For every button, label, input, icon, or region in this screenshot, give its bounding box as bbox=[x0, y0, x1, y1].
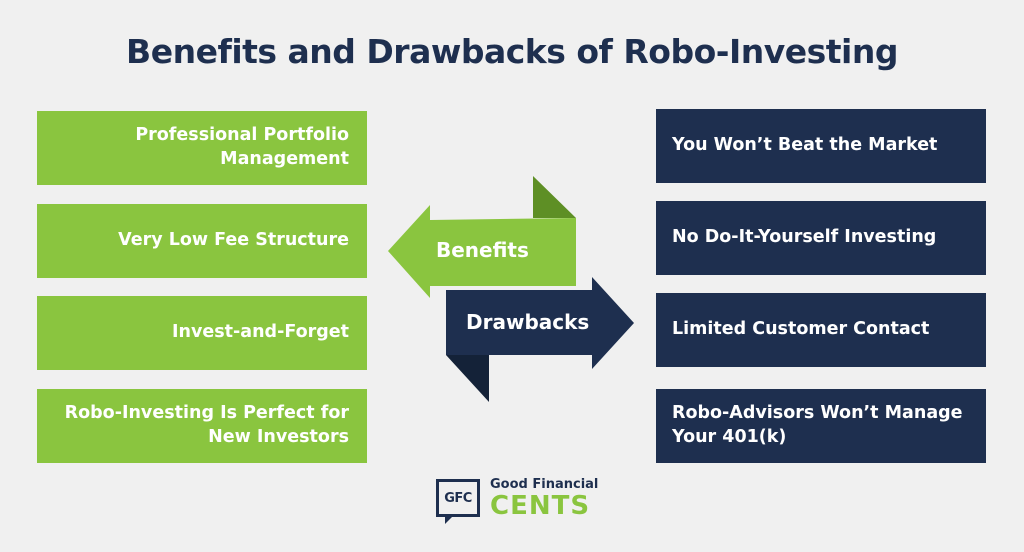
benefits-arrow-fold bbox=[533, 176, 576, 218]
logo-badge-text: GFC bbox=[444, 490, 472, 506]
logo-badge-icon: GFC bbox=[436, 479, 480, 524]
benefit-text: Invest-and-Forget bbox=[171, 322, 349, 343]
brand-logo: GFC Good Financial CENTS bbox=[436, 477, 599, 527]
drawback-box: Limited Customer Contact bbox=[656, 293, 986, 367]
benefit-box: Very Low Fee Structure bbox=[37, 204, 367, 278]
benefit-box: Professional Portfolio Management bbox=[37, 111, 367, 185]
logo-top-text: Good Financial bbox=[490, 477, 599, 492]
drawbacks-label: Drawbacks bbox=[466, 310, 590, 334]
drawback-box: Robo-Advisors Won’t Manage Your 401(k) bbox=[656, 389, 986, 463]
drawback-text: Robo-Advisors Won’t Manage Your 401(k) bbox=[672, 403, 963, 447]
benefit-box: Robo-Investing Is Perfect for New Invest… bbox=[37, 389, 367, 463]
benefit-text: Very Low Fee Structure bbox=[118, 230, 349, 251]
drawback-text: No Do-It-Yourself Investing bbox=[672, 227, 937, 248]
arrows-graphic bbox=[388, 176, 634, 402]
benefits-label: Benefits bbox=[436, 238, 529, 262]
benefit-text: Professional Portfolio Management bbox=[135, 125, 349, 169]
drawbacks-arrow-fold bbox=[446, 355, 489, 402]
page-title: Benefits and Drawbacks of Robo-Investing bbox=[126, 32, 898, 71]
drawbacks-arrow bbox=[446, 277, 634, 369]
benefit-box: Invest-and-Forget bbox=[37, 296, 367, 370]
drawback-box: No Do-It-Yourself Investing bbox=[656, 201, 986, 275]
benefits-arrow bbox=[388, 205, 576, 298]
drawback-box: You Won’t Beat the Market bbox=[656, 109, 986, 183]
drawback-text: Limited Customer Contact bbox=[672, 319, 930, 340]
logo-bottom-text: CENTS bbox=[490, 491, 591, 521]
drawback-text: You Won’t Beat the Market bbox=[672, 135, 938, 156]
benefit-text: Robo-Investing Is Perfect for New Invest… bbox=[64, 403, 349, 447]
